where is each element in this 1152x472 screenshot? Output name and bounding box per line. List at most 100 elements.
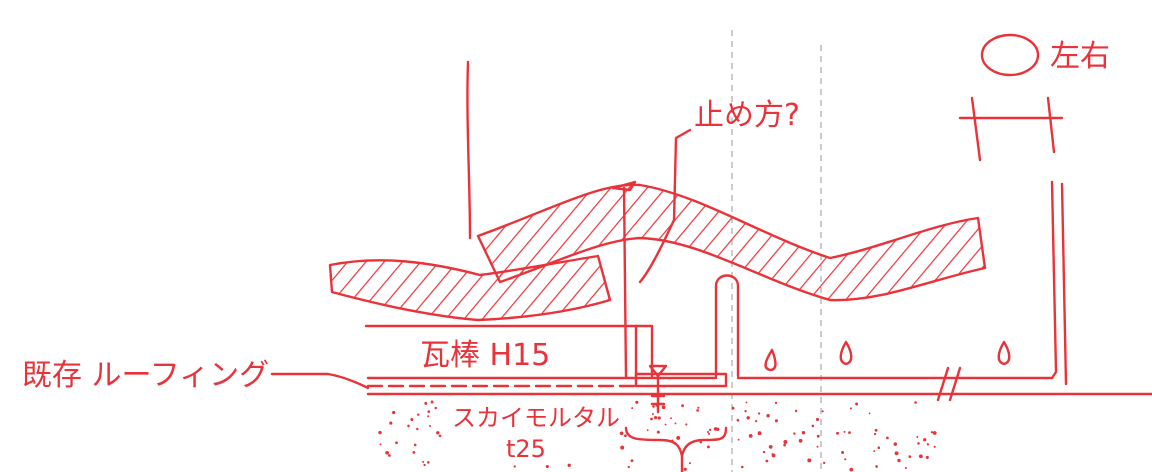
stipple-dot [868, 412, 871, 415]
stipple-dot [816, 445, 819, 448]
stipple-dot [410, 418, 414, 421]
stipple-dot [545, 464, 549, 469]
lower-roof-tile [328, 254, 612, 322]
stipple-dot [765, 459, 769, 463]
stipple-dot [619, 431, 624, 436]
joint-brace [624, 426, 728, 458]
stipple-dot [670, 417, 672, 420]
stipple-dot [877, 446, 881, 449]
stipple-dot [395, 441, 398, 445]
drop-2 [839, 340, 853, 366]
stipple-dot [932, 431, 937, 435]
stipple-dot [783, 443, 786, 447]
stipple-dot [434, 406, 437, 410]
stipple-dot [757, 412, 761, 415]
stipple-dot [513, 465, 516, 468]
stipple-dot [918, 454, 923, 459]
stipple-dot [875, 465, 878, 468]
stipple-dot [713, 427, 718, 431]
stipple-dot [801, 430, 806, 435]
stipple-dot [736, 418, 740, 422]
stipple-dot [925, 455, 929, 459]
stipple-dot [774, 401, 778, 405]
stipple-dot [744, 410, 747, 413]
stipple-dot [794, 409, 798, 413]
seam-clamp [634, 372, 728, 388]
stipple-dot [807, 458, 812, 463]
stipple-dot [657, 416, 661, 420]
stipple-dot [664, 423, 667, 426]
stipple-dot [816, 434, 820, 438]
stipple-dot [653, 439, 656, 442]
stipple-dot [683, 467, 687, 471]
stipple-dot [661, 405, 666, 410]
mortar-stipple [378, 400, 937, 472]
standing-seam [714, 274, 740, 378]
stipple-dot [893, 442, 898, 446]
stipple-dot [737, 438, 740, 441]
stipple-dot [731, 406, 735, 410]
stipple-dot [674, 422, 677, 425]
stipple-dot [841, 451, 845, 454]
stipple-dot [836, 431, 839, 435]
stipple-dot [916, 436, 919, 438]
stipple-dot [771, 453, 774, 456]
stipple-dot [766, 414, 770, 418]
stipple-dot [685, 423, 688, 426]
break-mark-2 [948, 366, 962, 402]
stipple-dot [655, 404, 658, 407]
stipple-dot [926, 443, 930, 446]
stipple-dot [933, 445, 936, 448]
stipple-dot [417, 413, 420, 416]
stipple-dot [855, 402, 859, 406]
upper-roof-tile [476, 183, 987, 302]
stipple-dot [708, 428, 712, 432]
corner-note-label: 左右 [1050, 39, 1110, 74]
stipple-dot [378, 430, 382, 435]
stipple-dot [757, 431, 762, 436]
screw-shaft [622, 186, 628, 380]
stipple-dot [379, 443, 382, 446]
stipple-dot [681, 404, 685, 408]
stipple-dot [914, 401, 917, 404]
stipple-dot [762, 450, 766, 454]
stipple-dot [741, 465, 744, 469]
stipple-dot [656, 430, 660, 434]
stipple-dot [844, 458, 847, 461]
stipple-dot [650, 417, 653, 421]
stipple-dot [427, 461, 430, 464]
fastener-head [648, 364, 668, 378]
stipple-dot [745, 401, 748, 404]
stipple-dot [908, 455, 912, 458]
stipple-dot [904, 466, 907, 470]
stipple-dot [849, 407, 852, 410]
stipple-dot [392, 410, 396, 415]
stipple-dot [821, 410, 824, 413]
stipple-dot [706, 445, 710, 449]
break-mark-1 [936, 366, 950, 402]
stipple-dot [696, 409, 699, 412]
stipple-dot [631, 407, 634, 410]
stipple-dot [697, 406, 700, 409]
stipple-dot [407, 424, 410, 428]
stipple-dot [746, 416, 750, 420]
thickness-label: t25 [506, 435, 546, 463]
stipple-dot [429, 425, 431, 427]
stipple-dot [422, 460, 425, 463]
stipple-dot [755, 420, 758, 423]
drop-3 [997, 340, 1011, 366]
fixing-question-label: 止め方? [694, 98, 800, 133]
stipple-dot [416, 427, 419, 431]
stipple-dot [652, 405, 655, 408]
stipple-dot [897, 458, 901, 463]
stipple-dot [793, 432, 796, 435]
stipple-dot [886, 436, 889, 440]
dimension-tick-right [1046, 96, 1056, 154]
stipple-dot [671, 439, 674, 442]
stipple-dot [843, 430, 846, 433]
stipple-dot [768, 445, 773, 449]
stipple-dot [874, 428, 878, 432]
stipple-dot [923, 438, 927, 442]
stipple-dot [630, 459, 634, 463]
